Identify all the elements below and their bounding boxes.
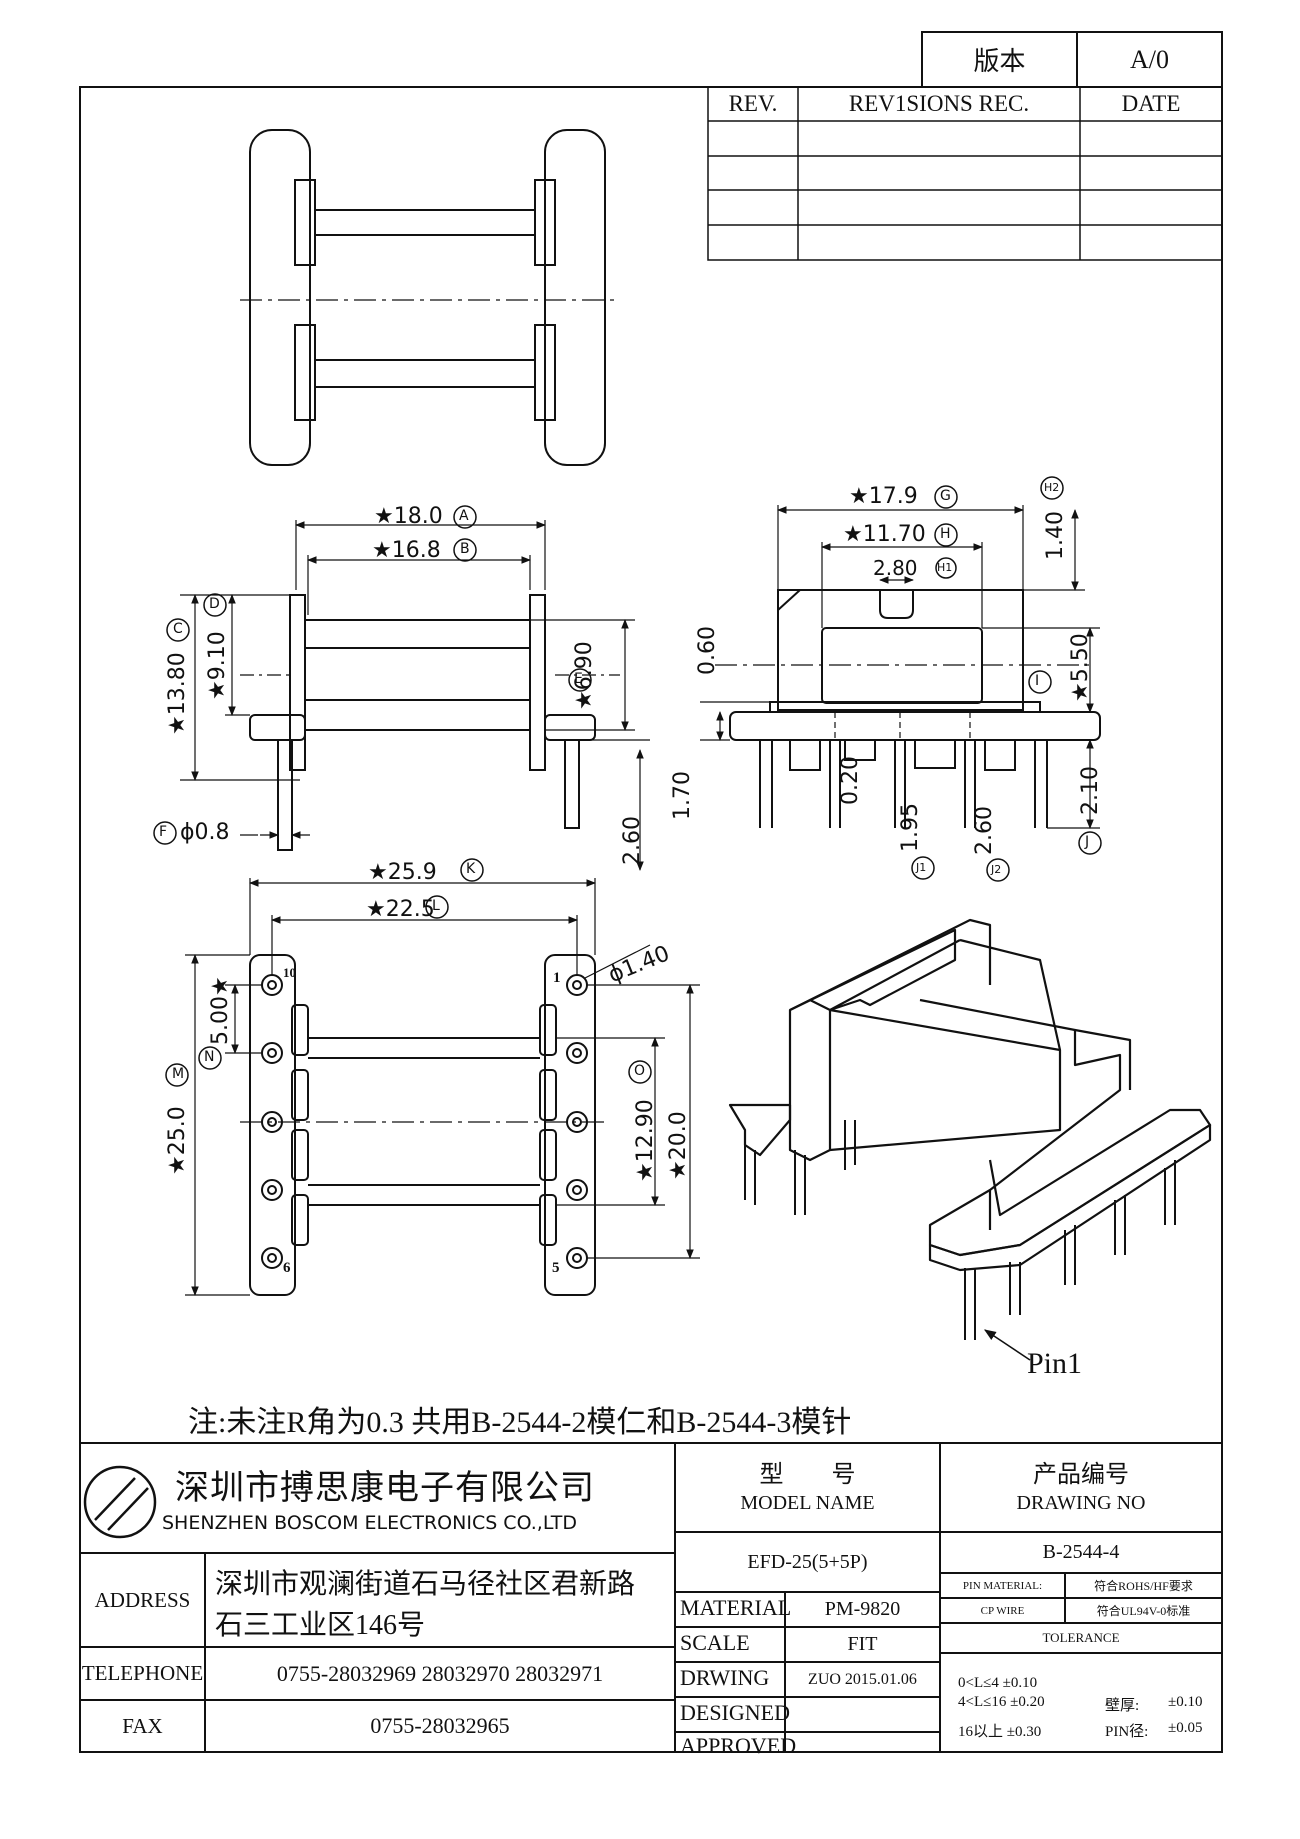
tolerance-range-3: 16以上 ±0.30 [958,1724,1042,1740]
dim-1-95: 1.95 [898,803,923,852]
marker-H: H [940,526,951,542]
dim-13-80: ★13.80 [165,652,190,735]
address-line2: 石三工业区146号 [215,1610,426,1641]
pin-diameter-value: ±0.05 [1168,1720,1203,1736]
scale-value: FIT [847,1633,878,1655]
marker-B: B [460,541,470,557]
dim-2-60-b: 2.60 [972,806,997,855]
cp-wire-value: 符合UL94V-0标准 [1096,1604,1191,1618]
dim-1-70: 1.70 [670,771,695,820]
pin-label-5: 5 [552,1260,560,1276]
front-view [180,520,650,871]
drwing-label: DRWING [680,1665,770,1690]
wall-thickness-label: 壁厚: [1105,1698,1140,1714]
title-block [80,1442,1222,1752]
side-view [700,505,1101,829]
address-label: ADDRESS [94,1587,191,1612]
bottom-view [185,878,700,1296]
marker-F: F [159,824,168,840]
revisions-rec-header: REV1SIONS REC. [848,91,1030,116]
marker-J2: J2 [991,863,1002,876]
address-line1: 深圳市观澜街道石马径社区君新路 [215,1569,636,1600]
marker-H1: H1 [937,561,953,574]
marker-E: E [574,671,583,687]
revision-value: A/0 [1130,44,1169,74]
pin1-label: Pin1 [1027,1347,1083,1380]
dim-5-50: ★5.50 [1068,633,1093,702]
revisions-table [707,86,1223,261]
pin-label-6: 6 [283,1260,291,1276]
dim-25-0: ★25.0 [165,1106,190,1175]
tolerance-label: TOLERANCE [1042,1630,1120,1645]
dim-9-10: ★9.10 [205,631,230,700]
model-name-cn: 型 号 [759,1461,856,1488]
pin-diameter-label: PIN径: [1105,1724,1149,1740]
marker-O: O [634,1063,646,1079]
date-header: DATE [1121,91,1181,116]
dim-0-20: 0.20 [838,756,863,805]
dim-0-60: 0.60 [695,626,720,675]
marker-G: G [940,488,951,504]
dim-11-70: ★11.70 [843,522,926,547]
marker-M: M [172,1066,185,1082]
pin-material-label: PIN MATERIAL: [962,1579,1043,1592]
marker-J1: J1 [916,861,927,874]
dim-25-9: ★25.9 [368,860,437,885]
dim-phi-0-8: ϕ0.8 [180,820,230,845]
marker-I: I [1035,673,1040,689]
marker-H2: H2 [1044,481,1060,494]
model-value: EFD-25(5+5P) [747,1550,868,1573]
company-name-en: SHENZHEN BOSCOM ELECTRONICS CO.,LTD [162,1512,578,1534]
dim-2-60-a: 2.60 [620,816,645,865]
dim-17-9: ★17.9 [849,484,918,509]
dim-5-00: 5.00★ [208,976,233,1045]
model-name-en: MODEL NAME [740,1491,875,1514]
drawing-border [79,86,1223,1753]
company-logo [83,1465,157,1539]
designed-label: DESIGNED [680,1700,790,1725]
dim-1-40: 1.40 [1043,511,1068,560]
top-view [240,129,615,466]
cp-wire-label: CP WIRE [980,1604,1025,1617]
fax-label: FAX [122,1713,163,1738]
drawing-no-value: B-2544-4 [1042,1541,1120,1563]
pin-material-value: 符合ROHS/HF要求 [1094,1579,1193,1593]
marker-K: K [466,861,476,877]
telephone-label: TELEPHONE [81,1661,204,1685]
pin-label-1: 1 [553,970,561,986]
material-value: PM-9820 [824,1598,901,1620]
marker-C: C [173,621,183,637]
revision-label: 版本 [973,47,1026,76]
dim-18-0: ★18.0 [374,504,443,529]
company-name-cn: 深圳市搏思康电子有限公司 [175,1470,595,1507]
rev-header: REV. [728,91,778,116]
marker-J: J [1085,834,1090,850]
isometric-view [728,918,1212,1361]
dim-22-5: ★22.5 [366,897,435,922]
dim-20-0: ★20.0 [666,1111,691,1180]
marker-D: D [209,596,220,612]
marker-A: A [459,508,469,524]
fax-value: 0755-28032965 [370,1713,510,1738]
wall-thickness-value: ±0.10 [1168,1694,1203,1710]
tolerance-range-1: 0<L≤4 ±0.10 [958,1675,1038,1691]
dim-16-8: ★16.8 [372,538,441,563]
scale-label: SCALE [680,1630,750,1655]
telephone-value: 0755-28032969 28032970 28032971 [276,1660,604,1686]
dim-2-10: 2.10 [1078,766,1103,815]
marker-L: L [432,898,440,914]
dim-2-80: 2.80 [873,556,918,580]
drawing-no-cn: 产品编号 [1033,1461,1129,1488]
material-label: MATERIAL [680,1595,792,1620]
drwing-value: ZUO 2015.01.06 [808,1670,917,1688]
marker-N: N [204,1049,215,1065]
drawing-note: 注:未注R角为0.3 共用B-2544-2模仁和B-2544-3模针 [188,1406,852,1439]
approved-label: APPROVED [680,1733,797,1758]
dim-12-90: ★12.90 [633,1099,658,1182]
tolerance-range-2: 4<L≤16 ±0.20 [958,1694,1045,1710]
pin-label-10: 10 [283,965,296,980]
drawing-no-en: DRAWING NO [1016,1491,1146,1514]
